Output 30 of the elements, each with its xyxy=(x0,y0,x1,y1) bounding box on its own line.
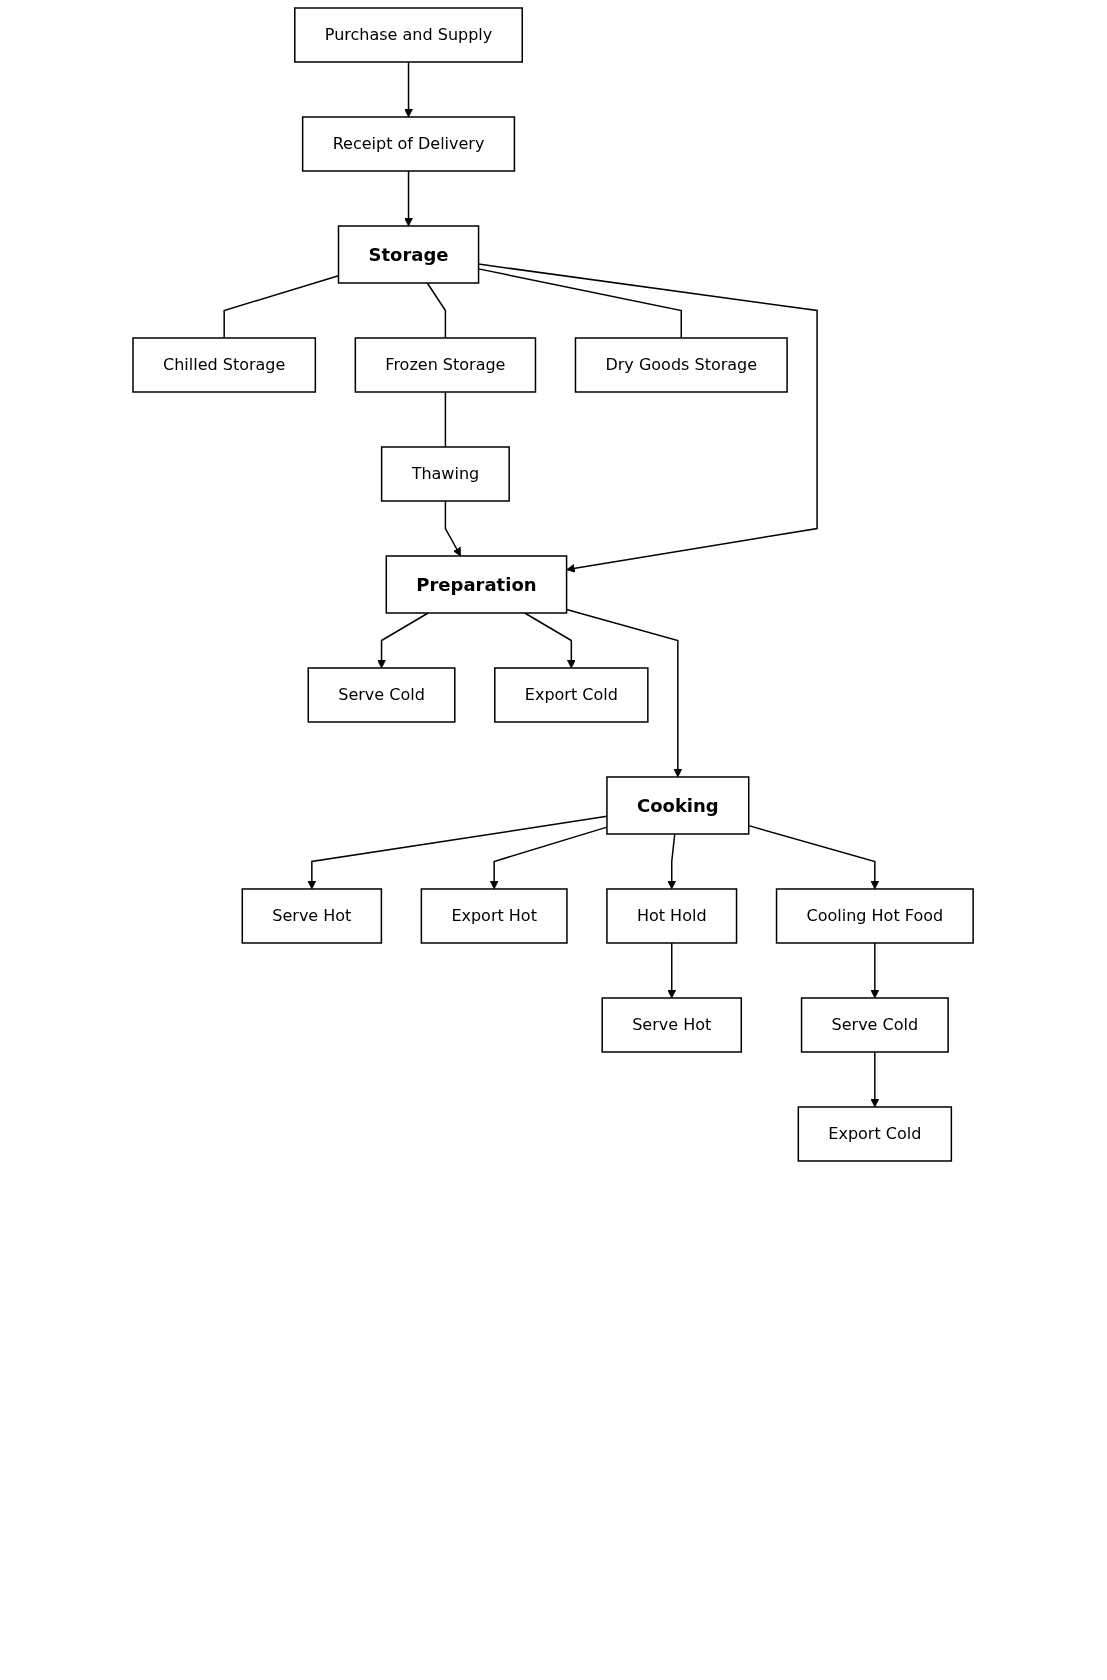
node-box: Preparation xyxy=(386,555,568,614)
node-box: Purchase and Supply xyxy=(294,7,524,63)
node-box: Chilled Storage xyxy=(132,337,317,393)
node-box: Serve Cold xyxy=(307,667,456,723)
arrow xyxy=(404,170,414,227)
node-box: Serve Hot xyxy=(601,997,743,1053)
arrow xyxy=(870,942,880,999)
node-box: Export Hot xyxy=(421,888,569,944)
node-box: Storage xyxy=(338,225,480,284)
node-box: Dry Goods Storage xyxy=(575,337,789,393)
node-box: Frozen Storage xyxy=(355,337,537,393)
arrow xyxy=(566,608,683,778)
node-box: Serve Hot xyxy=(242,888,383,944)
connector xyxy=(445,391,447,448)
arrow xyxy=(404,61,414,118)
node-box: Export Cold xyxy=(494,667,650,723)
node-box: Thawing xyxy=(381,446,511,502)
arrow xyxy=(524,612,577,669)
arrow xyxy=(667,942,677,999)
node-box: Export Cold xyxy=(798,1106,953,1162)
node-box: Cooling Hot Food xyxy=(776,888,975,944)
arrow xyxy=(445,500,462,557)
node-box: Serve Cold xyxy=(801,997,950,1053)
arrow xyxy=(870,1051,880,1108)
arrow xyxy=(377,612,430,669)
node-box: Cooking xyxy=(606,776,750,835)
connector xyxy=(427,282,447,339)
node-box: Hot Hold xyxy=(606,888,738,944)
arrow xyxy=(667,833,677,890)
node-box: Receipt of Delivery xyxy=(302,116,516,172)
